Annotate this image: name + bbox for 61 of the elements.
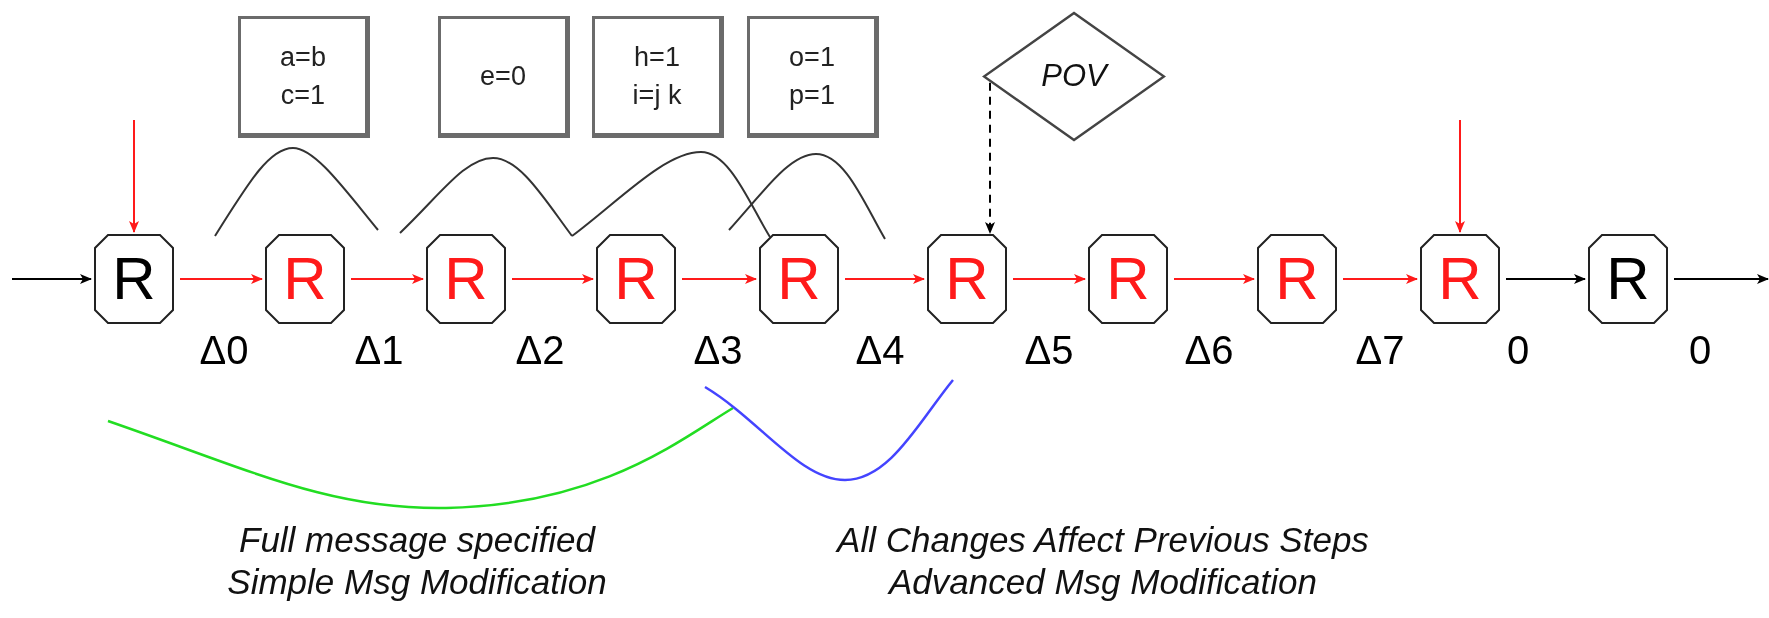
node-letter: R	[283, 249, 327, 309]
router-node	[1420, 234, 1500, 324]
arrow	[1505, 274, 1586, 284]
delta-label: 0	[1506, 328, 1530, 372]
arrow	[1173, 274, 1255, 284]
arrow	[1673, 274, 1769, 284]
assignment-text: h=1	[634, 41, 680, 74]
delta-label: Δ2	[515, 328, 565, 372]
router-node	[1088, 234, 1168, 324]
caption-text: Full message specified	[239, 520, 595, 560]
arrow	[985, 81, 995, 234]
caption-text: Simple Msg Modification	[227, 562, 607, 602]
node-letter: R	[614, 249, 658, 309]
assignment-text: e=0	[480, 60, 526, 93]
arrow	[350, 274, 424, 284]
arrow	[129, 119, 139, 233]
router-node	[596, 234, 676, 324]
router-node	[426, 234, 506, 324]
caption-text: Advanced Msg Modification	[889, 562, 1317, 602]
router-node	[1588, 234, 1668, 324]
arrow	[1012, 274, 1086, 284]
arrow	[511, 274, 594, 284]
delta-label: Δ7	[1355, 328, 1405, 372]
delta-label: Δ5	[1024, 328, 1074, 372]
assignment-box	[747, 16, 879, 138]
node-letter: R	[945, 249, 989, 309]
caption-text: All Changes Affect Previous Steps	[837, 520, 1369, 560]
delta-label: Δ6	[1184, 328, 1234, 372]
node-letter: R	[112, 249, 156, 309]
assignment-box	[238, 16, 370, 138]
assignment-text: i=j k	[632, 79, 682, 112]
delta-label: Δ4	[855, 328, 905, 372]
router-node	[94, 234, 174, 324]
router-node	[1257, 234, 1337, 324]
arrow	[1342, 274, 1418, 284]
arrow	[681, 274, 757, 284]
node-letter: R	[1275, 249, 1319, 309]
delta-label: Δ0	[199, 328, 249, 372]
arrow	[179, 274, 263, 284]
arrow	[844, 274, 925, 284]
delta-label: Δ1	[354, 328, 404, 372]
assignment-text: o=1	[789, 41, 835, 74]
decision-diamond	[982, 11, 1166, 142]
router-node	[265, 234, 345, 324]
node-letter: R	[1606, 249, 1650, 309]
node-letter: R	[1106, 249, 1150, 309]
delta-label: Δ3	[693, 328, 743, 372]
node-letter: R	[777, 249, 821, 309]
node-letter: R	[444, 249, 488, 309]
assignment-text: c=1	[280, 79, 326, 112]
delta-label: 0	[1688, 328, 1712, 372]
router-node	[759, 234, 839, 324]
router-node	[927, 234, 1007, 324]
assignment-text: a=b	[280, 41, 326, 74]
assignment-text: p=1	[789, 79, 835, 112]
arrow	[1455, 119, 1465, 233]
arrow	[11, 274, 92, 284]
assignment-box	[438, 16, 570, 138]
assignment-box	[592, 16, 724, 138]
diamond-label: POV	[1041, 57, 1107, 96]
node-letter: R	[1438, 249, 1482, 309]
